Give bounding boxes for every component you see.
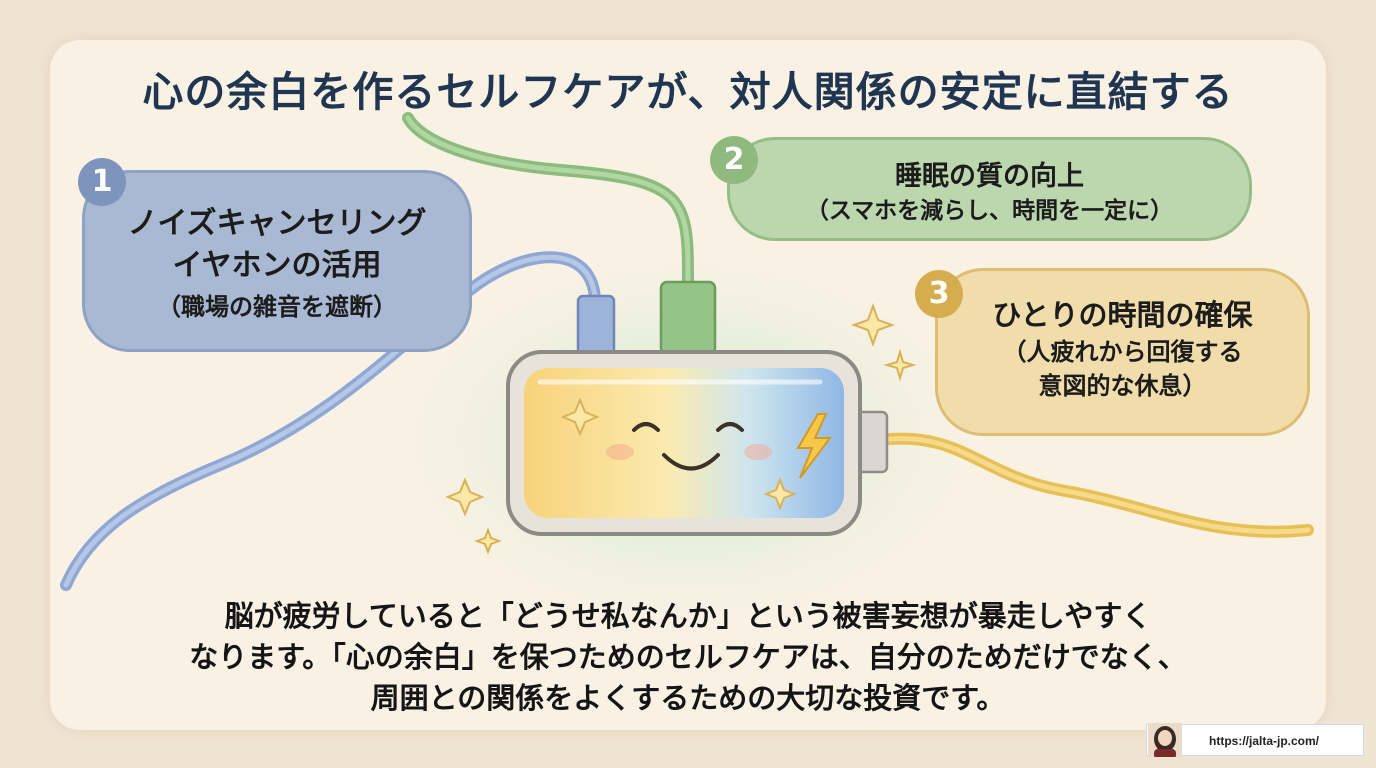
tip-1-line-3: （職場の雑音を遮断） [157,293,397,321]
tip-1-line-2: イヤホンの活用 [172,248,382,283]
tip-3-line-1: ひとりの時間の確保 [992,298,1253,332]
source-url-box[interactable]: https://jalta-jp.com/ [1146,724,1364,756]
body-line-2: なります。「心の余白」を保つためのセルフケアは、自分のためだけでなく、 [189,640,1187,674]
page-title: 心の余白を作るセルフケアが、対人関係の安定に直結する [142,68,1234,116]
smiling-battery-icon [606,422,772,471]
lightning-icon [796,413,832,479]
body-paragraph: 脳が疲労していると「どうせ私なんか」という被害妄想が暴走しやすく なります。「心… [0,596,1376,719]
avatar-icon [1148,723,1182,757]
tip-1-number-badge: 1 [78,158,126,206]
sparkle-icons [445,303,917,555]
source-url[interactable]: https://jalta-jp.com/ [1209,734,1320,748]
blue-plug [576,294,616,356]
body-line-1: 脳が疲労していると「どうせ私なんか」という被害妄想が暴走しやすく [224,599,1152,633]
battery-fill [524,368,844,518]
tip-3-line-2: （人疲れから回復する [1002,338,1243,366]
tip-2-line-2: （スマホを減らし、時間を一定に） [805,198,1174,224]
tip-bubble-alone-time: ひとりの時間の確保 （人疲れから回復する 意図的な休息） [935,268,1310,436]
tip-3-line-3: 意図的な休息） [1038,372,1207,400]
tip-2-number-badge: 2 [710,136,758,184]
tip-1-line-1: ノイズキャンセリング [127,206,427,241]
tip-bubble-sleep-quality: 睡眠の質の向上 （スマホを減らし、時間を一定に） [727,137,1252,241]
green-plug [659,280,717,356]
body-line-3: 周囲との関係をよくするための大切な投資です。 [370,681,1006,715]
tip-3-number-badge: 3 [915,270,963,318]
author-avatar [1148,723,1182,757]
tip-bubble-noise-cancelling: ノイズキャンセリング イヤホンの活用 （職場の雑音を遮断） [82,170,472,352]
tip-2-line-1: 睡眠の質の向上 [895,161,1084,192]
